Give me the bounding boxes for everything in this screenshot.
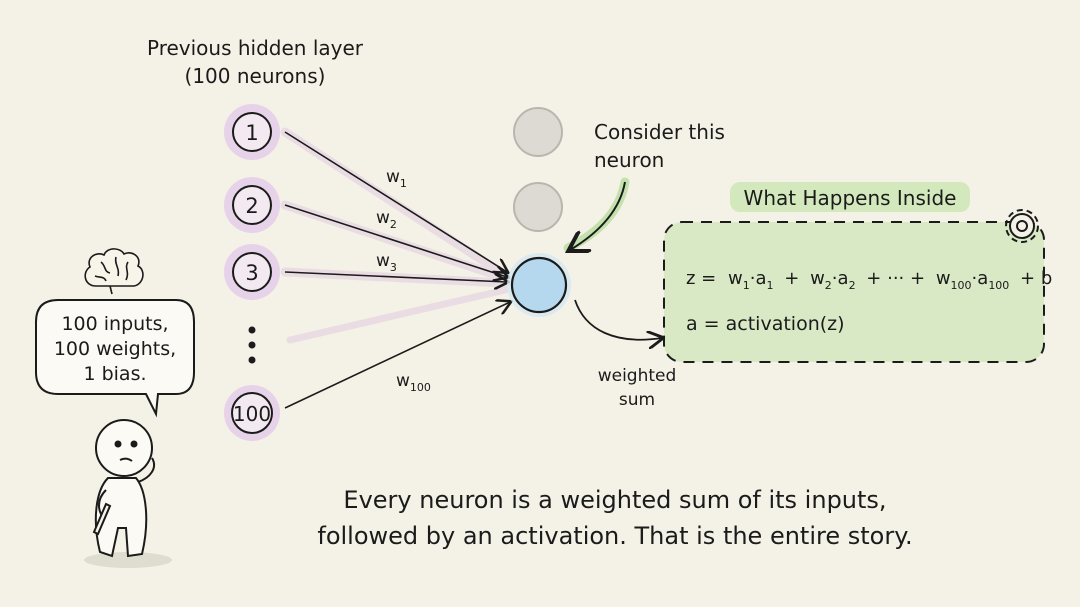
inside-box-title: What Happens Inside <box>744 186 957 210</box>
connection-halos <box>280 127 510 344</box>
speech-line2: 100 weights, <box>53 338 177 360</box>
consider-neuron-line2: neuron <box>594 148 665 172</box>
input-neuron-1: 1 <box>224 104 280 160</box>
input-neuron-label: 1 <box>245 121 258 145</box>
layer-title-line1: Previous hidden layer <box>146 36 363 60</box>
inside-box <box>663 221 1045 363</box>
weight-label-w100: w100 <box>396 371 431 394</box>
layer-title: Previous hidden layer (100 neurons) <box>120 34 390 90</box>
equation-z: z = w1·a1 + w2·a2 + ··· + w100·a100 + b <box>686 268 1052 294</box>
consider-neuron-line1: Consider this <box>594 120 725 144</box>
input-neuron-3: 3 <box>224 244 280 300</box>
layer-title-line2: (100 neurons) <box>184 64 326 88</box>
input-neuron-label: 3 <box>245 261 258 285</box>
gear-icon <box>1005 209 1039 243</box>
weight-label-w1: w1 <box>386 167 407 190</box>
weighted-sum-arrow <box>574 299 662 340</box>
connection-w1 <box>284 131 507 272</box>
ellipsis-dots <box>248 326 256 364</box>
connection-arrows <box>284 131 510 409</box>
inside-title-highlight <box>730 182 970 212</box>
thinking-person-illustration <box>84 419 172 568</box>
caption-line2: followed by an activation. That is the e… <box>317 522 913 550</box>
connection-w2 <box>284 204 507 277</box>
target-neuron <box>507 253 571 317</box>
speech-line1: 100 inputs, <box>61 313 169 335</box>
input-neuron-100: 100 <box>224 385 280 441</box>
consider-arrow <box>570 181 626 250</box>
speech-line3: 1 bias. <box>83 363 147 385</box>
next-layer-neuron-grey <box>513 182 563 232</box>
speech-bubble <box>35 299 195 418</box>
next-layer-neuron-grey <box>513 107 563 157</box>
brain-icon <box>84 248 144 295</box>
consider-arrow-highlight <box>563 177 630 253</box>
weight-label-w3: w3 <box>376 251 397 274</box>
connection-w100 <box>284 302 510 409</box>
input-neuron-label: 100 <box>233 402 271 426</box>
weight-label-w2: w2 <box>376 208 397 231</box>
weighted-sum-line1: weighted <box>597 366 677 386</box>
weighted-sum-label: weighted sum <box>582 364 692 412</box>
speech-bubble-text: 100 inputs, 100 weights, 1 bias. <box>36 312 194 387</box>
input-neuron-2: 2 <box>224 177 280 233</box>
caption: Every neuron is a weighted sum of its in… <box>280 482 950 554</box>
weighted-sum-line2: sum <box>618 390 656 410</box>
caption-line1: Every neuron is a weighted sum of its in… <box>343 486 887 514</box>
connection-w3 <box>284 271 507 282</box>
equation-activation: a = activation(z) <box>686 313 845 335</box>
input-neuron-label: 2 <box>245 194 258 218</box>
consider-neuron-note: Consider this neuron <box>594 118 725 174</box>
